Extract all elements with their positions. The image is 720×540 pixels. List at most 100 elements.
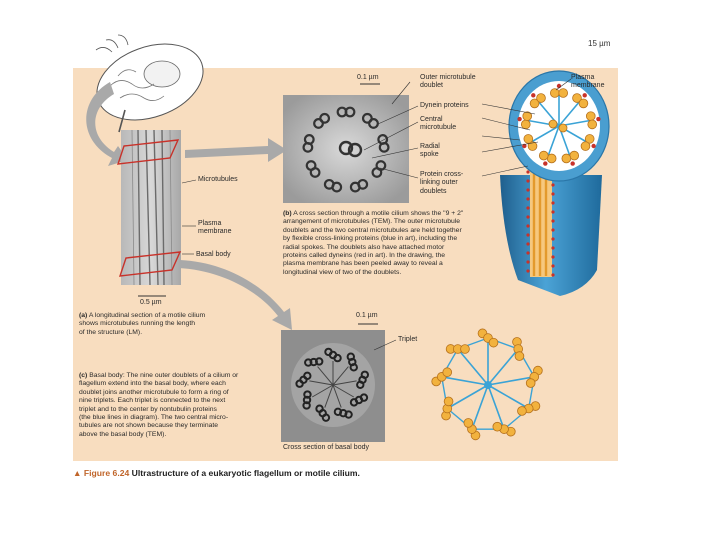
doublet-tubule (549, 88, 560, 98)
triplet-tubule (488, 337, 499, 348)
doublet-tubule (578, 98, 589, 109)
tem-spoke (311, 384, 334, 398)
label-microtubules: Microtubules (198, 176, 238, 183)
triplet-tubule (463, 418, 474, 428)
figure-number: Figure 6.24 (83, 468, 130, 478)
dynein-arm (531, 93, 536, 98)
label-plasma-membrane-a: Plasma membrane (198, 220, 232, 236)
basal-body-micrograph (281, 323, 397, 442)
doublet-tubule (523, 134, 534, 144)
doublet-tubule (569, 150, 580, 161)
dynein-arm (570, 161, 575, 166)
tem-triplet (303, 371, 312, 381)
dynein-dot (526, 233, 530, 237)
basal-body-diagram (431, 328, 543, 441)
triplet-connector (487, 348, 519, 386)
doublet-tubule (585, 111, 596, 121)
triplet-connector (471, 384, 489, 430)
figure-title: Ultrastructure of a eukaryotic flagellum… (131, 468, 360, 478)
doublet-tubule (580, 141, 591, 151)
radial-spoke (530, 125, 560, 144)
dynein-dot (551, 255, 555, 259)
dynein-arm (596, 116, 601, 122)
dynein-dot (526, 242, 530, 246)
triplet-tubule (492, 421, 503, 432)
dynein-dot (551, 246, 555, 250)
pointer-arrows (86, 82, 292, 330)
doublet-tubule (587, 119, 598, 130)
triplet-connector (441, 376, 489, 386)
tem-doublet (313, 118, 324, 129)
tem-spoke (309, 380, 334, 386)
dynein-dot (526, 251, 530, 255)
tem-spoke (317, 366, 334, 386)
dynein-arm (582, 93, 587, 98)
caption-a-text: A longitudinal section of a motile ciliu… (79, 312, 206, 336)
caption-a: (a) A longitudinal section of a motile c… (79, 312, 279, 337)
tem-spoke (324, 384, 334, 408)
dynein-dot (526, 179, 530, 183)
dynein-dot (526, 206, 530, 210)
dynein-arm (517, 116, 522, 122)
dynein-dot (526, 260, 530, 264)
triplet-connector (487, 384, 505, 430)
caption-b: (b) A cross section through a motile cil… (283, 210, 513, 277)
tem-triplet (315, 404, 324, 413)
doublet-tubule (520, 119, 531, 130)
dynein-dot (551, 228, 555, 232)
dynein-arm (543, 161, 548, 166)
tem-triplet (333, 353, 342, 363)
doublet-tubule (529, 98, 540, 109)
label-outer-doublet: Outer microtubule doublet (420, 74, 476, 90)
triplet-tubule (442, 367, 453, 378)
dynein-dot (551, 201, 555, 205)
dynein-dot (526, 269, 530, 273)
triplet-tubule (517, 406, 527, 416)
doublet-tubule (558, 88, 568, 98)
dynein-dot (551, 183, 555, 187)
tem-triplet (303, 390, 312, 399)
doublet-tubule (572, 93, 582, 103)
triplet-connector (446, 384, 489, 410)
tem-triplet (314, 357, 324, 366)
tem-triplet (349, 363, 358, 372)
caption-a-letter: (a) (79, 312, 88, 319)
caption-c-letter: (c) (79, 372, 88, 379)
label-central-microtubule: Central microtubule (420, 116, 457, 132)
dynein-dot (526, 188, 530, 192)
triplet-connector (487, 376, 535, 386)
doublet-tubule (527, 141, 538, 151)
tem-triplet (333, 407, 343, 417)
dynein-dot (551, 210, 555, 214)
tem-triplet (349, 398, 359, 407)
tem-doublet (323, 178, 335, 190)
tem-doublet (305, 160, 317, 171)
caption-b-letter: (b) (283, 210, 292, 217)
tem-spoke (332, 366, 349, 386)
tem-triplet (356, 380, 365, 390)
scale-bar-c: 0.1 µm (356, 312, 378, 319)
triplet-tubule (514, 351, 525, 361)
tem-spoke (332, 384, 355, 398)
doublet-tubule (561, 153, 572, 164)
dynein-dot (526, 197, 530, 201)
label-cross-section-basal-body: Cross section of basal body (283, 444, 369, 451)
label-triplet: Triplet (398, 336, 418, 343)
cell-illustration (95, 34, 204, 133)
dynein-arm (591, 143, 596, 149)
dynein-dot (526, 215, 530, 219)
tem-doublet (368, 118, 379, 129)
label-plasma-membrane-b: Plasma membrane (571, 74, 605, 90)
tem-spoke (332, 380, 357, 386)
dynein-dot (526, 170, 530, 174)
scale-bar-a: 0.5 µm (140, 299, 162, 306)
radial-spoke (546, 125, 560, 158)
tem-doublet (319, 112, 331, 124)
tem-doublet (371, 167, 383, 178)
triplet-tubule (460, 344, 470, 354)
tem-doublet (378, 141, 390, 153)
dynein-dot (551, 192, 555, 196)
tem-doublet (361, 112, 373, 124)
doublet-tubule (546, 153, 557, 164)
dynein-dot (551, 273, 555, 277)
